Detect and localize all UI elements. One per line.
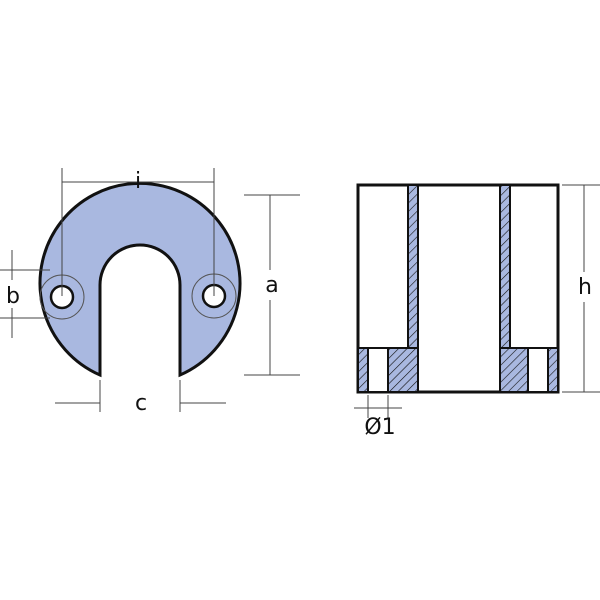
left-hole-section [367,347,389,393]
label-a: a [265,273,278,298]
dimension-hole-diameter: Ø1 [354,395,402,440]
right-hole-section [527,347,549,393]
label-c: c [135,391,147,416]
label-h: h [578,275,592,300]
dimension-h: h [562,184,600,393]
side-section-view: h Ø1 [354,183,600,440]
front-view: i a b c [0,168,300,416]
label-b: b [6,284,20,309]
label-i: i [135,169,141,194]
dimension-i: i [61,168,215,296]
dimension-a: a [244,194,300,376]
hatch-right-wall [499,184,511,349]
dimension-c: c [55,380,226,416]
dimension-b: b [0,250,50,338]
horseshoe-anode-body [38,181,242,378]
hatch-left-wall [407,184,419,349]
label-hole-diameter: Ø1 [364,415,395,440]
